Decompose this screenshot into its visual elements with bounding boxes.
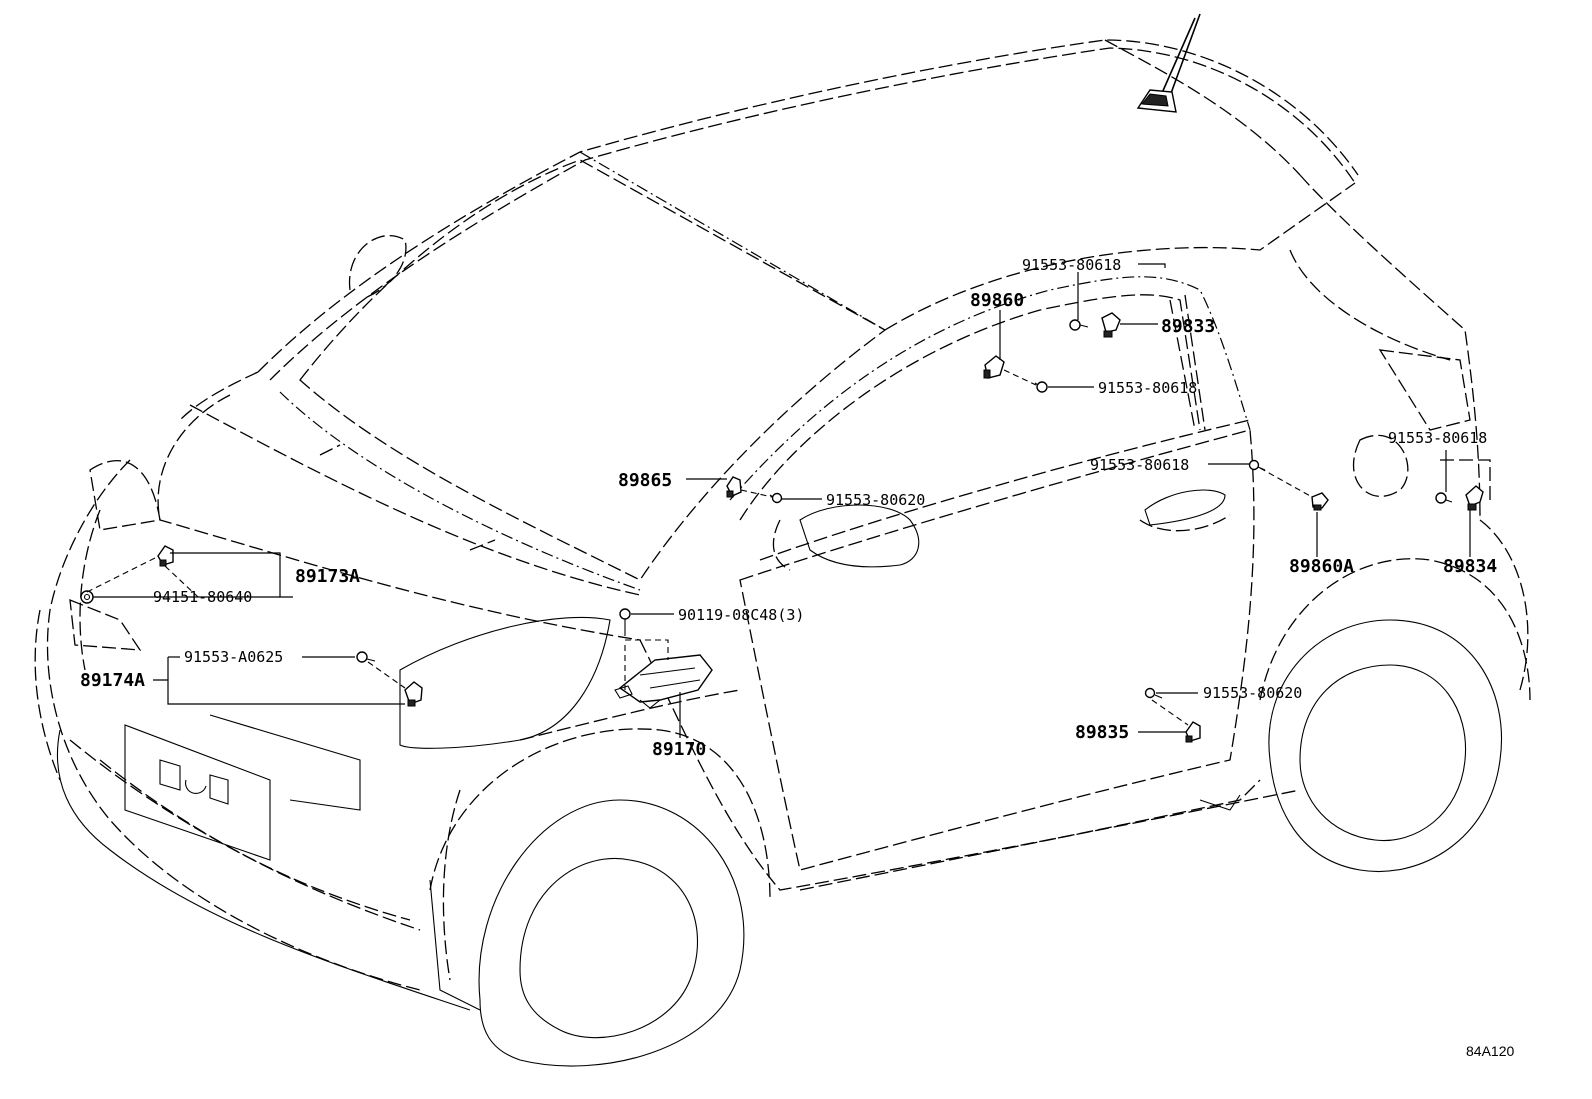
car-body-illustration <box>34 13 1531 1067</box>
bolt-icon <box>1248 459 1266 471</box>
leader-lines <box>86 263 1471 738</box>
bolt-icon <box>1034 381 1048 393</box>
label-89860a: 89860A <box>1289 556 1354 577</box>
label-89833: 89833 <box>1161 316 1215 337</box>
label-91553-80618-top: 91553-80618 <box>1022 256 1121 274</box>
sensor-89865-icon <box>726 476 742 498</box>
bolt-icon <box>769 492 783 504</box>
bolt-icon <box>1144 687 1163 699</box>
bolt-icon <box>1069 319 1089 331</box>
label-89860: 89860 <box>970 290 1024 311</box>
antenna-icon <box>1136 13 1201 113</box>
sensor-89174a-icon <box>404 681 423 707</box>
label-91553-80620-mirror: 91553-80620 <box>826 491 925 509</box>
parts <box>80 312 1484 743</box>
label-89174a: 89174A <box>80 670 145 691</box>
part-labels: 91553-80618 89860 89833 91553-80618 9155… <box>80 256 1514 1059</box>
label-94151-80640: 94151-80640 <box>153 588 252 606</box>
diagram-code: 84A120 <box>1466 1043 1514 1059</box>
sensor-89833-icon <box>1101 312 1121 338</box>
sensor-89860-icon <box>983 355 1005 379</box>
label-89173a: 89173A <box>295 566 360 587</box>
bolt-icon <box>619 608 631 630</box>
label-91553-80618-mid: 91553-80618 <box>1098 379 1197 397</box>
label-89865: 89865 <box>618 470 672 491</box>
nut-icon <box>80 590 94 604</box>
sensor-89173a-icon <box>157 545 174 567</box>
bolt-icon <box>1435 492 1453 504</box>
sensor-89834-icon <box>1465 485 1484 511</box>
bolt-icon <box>356 651 376 663</box>
label-91553-80618-door: 91553-80618 <box>1090 456 1189 474</box>
label-91553-80618-rear: 91553-80618 <box>1388 429 1487 447</box>
label-91553-80620-lower: 91553-80620 <box>1203 684 1302 702</box>
label-89834: 89834 <box>1443 556 1497 577</box>
label-90119-08c48: 90119-08C48(3) <box>678 606 804 624</box>
label-91553-a0625: 91553-A0625 <box>184 648 283 666</box>
sensor-89835-icon <box>1185 721 1201 743</box>
airbag-module-icon <box>614 654 713 709</box>
sensor-89860a-icon <box>1311 492 1329 511</box>
label-89835: 89835 <box>1075 722 1129 743</box>
label-89170: 89170 <box>652 739 706 760</box>
